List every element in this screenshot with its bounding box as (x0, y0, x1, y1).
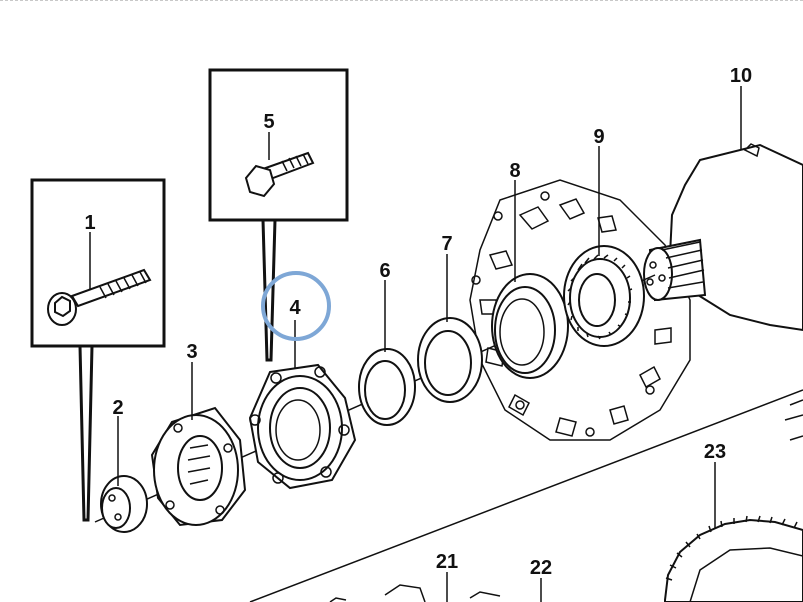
callout-5[interactable]: 5 (263, 111, 274, 133)
part-10-housing (643, 143, 803, 332)
part-3-flange (150, 406, 247, 527)
callout-10[interactable]: 10 (730, 65, 752, 87)
callout-9[interactable]: 9 (593, 126, 604, 148)
part-5-bolt-box (208, 68, 349, 362)
callout-23[interactable]: 23 (704, 441, 726, 463)
part-9-roller-bearing (563, 245, 645, 347)
part-5-bolt (244, 151, 315, 198)
part-6-seal-ring (358, 348, 416, 426)
callout-22[interactable]: 22 (530, 557, 552, 579)
part-1-bolt (47, 268, 152, 326)
callout-21[interactable]: 21 (436, 551, 458, 573)
callout-8[interactable]: 8 (509, 160, 520, 182)
callout-labels: 1 2 3 4 5 6 7 8 9 10 21 22 23 (84, 65, 752, 579)
callout-2[interactable]: 2 (112, 397, 123, 419)
callout-7[interactable]: 7 (441, 233, 452, 255)
callout-4-highlight-ring (261, 271, 331, 341)
part-7-seal-ring (417, 317, 483, 403)
part-1-bolt-box (30, 178, 166, 522)
part-23-gear (664, 515, 803, 602)
lower-assembly (249, 389, 803, 602)
leader-lines (89, 86, 742, 602)
part-2-washer (100, 475, 148, 533)
part-8-bearing-cup (491, 273, 569, 379)
gear-housing (469, 179, 691, 441)
callout-1[interactable]: 1 (84, 212, 95, 234)
callout-6[interactable]: 6 (379, 260, 390, 282)
top-dashed-border (0, 0, 803, 1)
callout-4[interactable]: 4 (289, 297, 301, 319)
part-4-seal-cover (248, 363, 357, 490)
callout-3[interactable]: 3 (186, 341, 197, 363)
